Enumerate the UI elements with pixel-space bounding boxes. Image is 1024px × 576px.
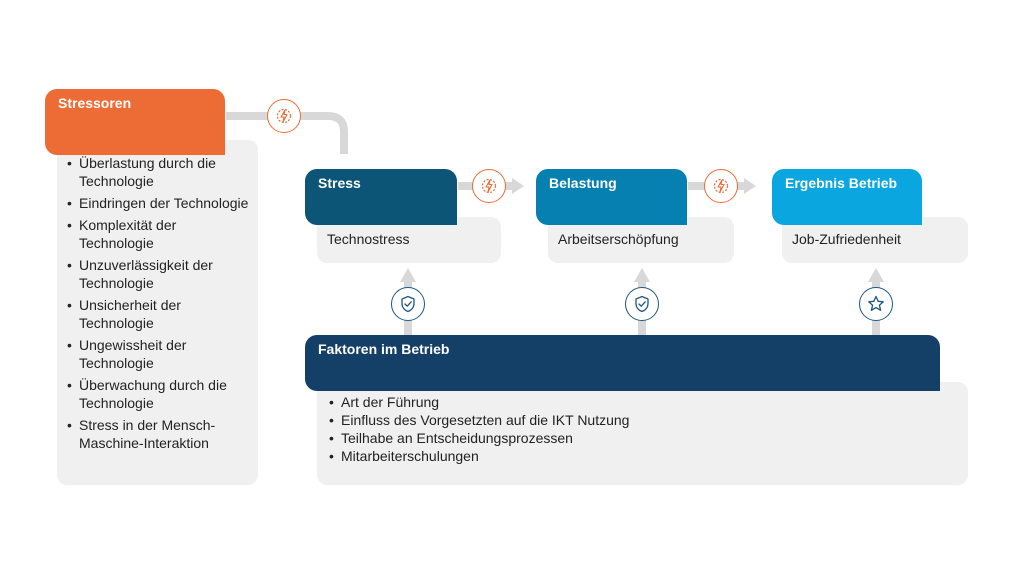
stressor-item: Ungewissheit der Technologie (67, 336, 249, 372)
arrowhead-belastung-ergebnis (744, 178, 756, 194)
faktor-item: Teilhabe an Entscheidungsprozessen (329, 429, 968, 447)
lightning-circle-2 (472, 169, 506, 203)
stressor-item: Eindringen der Technologie (67, 194, 249, 212)
arrowhead-factor-1 (400, 268, 416, 282)
arrowhead-factor-2 (634, 268, 650, 282)
lightning-circle-1 (267, 99, 301, 133)
stressor-item: Unsicherheit der Technologie (67, 296, 249, 332)
stage-stress-header: Stress (305, 169, 457, 225)
factor-circle-stress (391, 287, 425, 321)
faktor-item: Einfluss des Vorgesetzten auf die IKT Nu… (329, 411, 968, 429)
faktoren-list-box: Art der FührungEinfluss des Vorgesetzten… (317, 382, 968, 485)
stage-stress-title: Stress (318, 175, 361, 191)
stressoren-list: Überlastung durch die TechnologieEindrin… (67, 154, 258, 452)
stage-belastung-title: Belastung (549, 175, 617, 191)
stage-stress-content: Technostress (327, 231, 410, 247)
lightning-bolt-icon (276, 108, 292, 124)
faktor-item: Mitarbeiterschulungen (329, 447, 968, 465)
stage-ergebnis-title: Ergebnis Betrieb (785, 175, 898, 191)
stressor-item: Überlastung durch die Technologie (67, 154, 249, 190)
lightning-bolt-icon (481, 178, 497, 194)
faktor-item: Art der Führung (329, 393, 968, 411)
stressoren-title: Stressoren (58, 95, 132, 111)
stressor-item: Komplexität der Technologie (67, 216, 249, 252)
factor-circle-ergebnis (859, 287, 893, 321)
shield-check-icon (401, 295, 415, 313)
stressoren-header: Stressoren (45, 89, 225, 155)
stage-belastung-content: Arbeitserschöpfung (558, 231, 679, 247)
factor-circle-belastung (625, 287, 659, 321)
stressoren-list-box: Überlastung durch die TechnologieEindrin… (57, 140, 258, 485)
faktoren-header: Faktoren im Betrieb (305, 335, 940, 391)
connector-stressoren-stress (226, 112, 348, 154)
lightning-circle-3 (704, 169, 738, 203)
stage-ergebnis-content: Job-Zufriedenheit (792, 231, 901, 247)
shield-check-icon (635, 295, 649, 313)
arrowhead-stress-belastung (512, 178, 524, 194)
stressor-item: Unzuverlässigkeit der Technologie (67, 256, 249, 292)
stressor-item: Überwachung durch die Technologie (67, 376, 249, 412)
stage-belastung-header: Belastung (536, 169, 687, 225)
stage-ergebnis-header: Ergebnis Betrieb (772, 169, 922, 225)
faktoren-list: Art der FührungEinfluss des Vorgesetzten… (329, 393, 968, 465)
faktoren-title: Faktoren im Betrieb (318, 341, 450, 357)
arrowhead-factor-3 (868, 268, 884, 282)
lightning-bolt-icon (713, 178, 729, 194)
stressor-item: Stress in der Mensch-Maschine-Interaktio… (67, 416, 249, 452)
star-icon (868, 295, 884, 311)
